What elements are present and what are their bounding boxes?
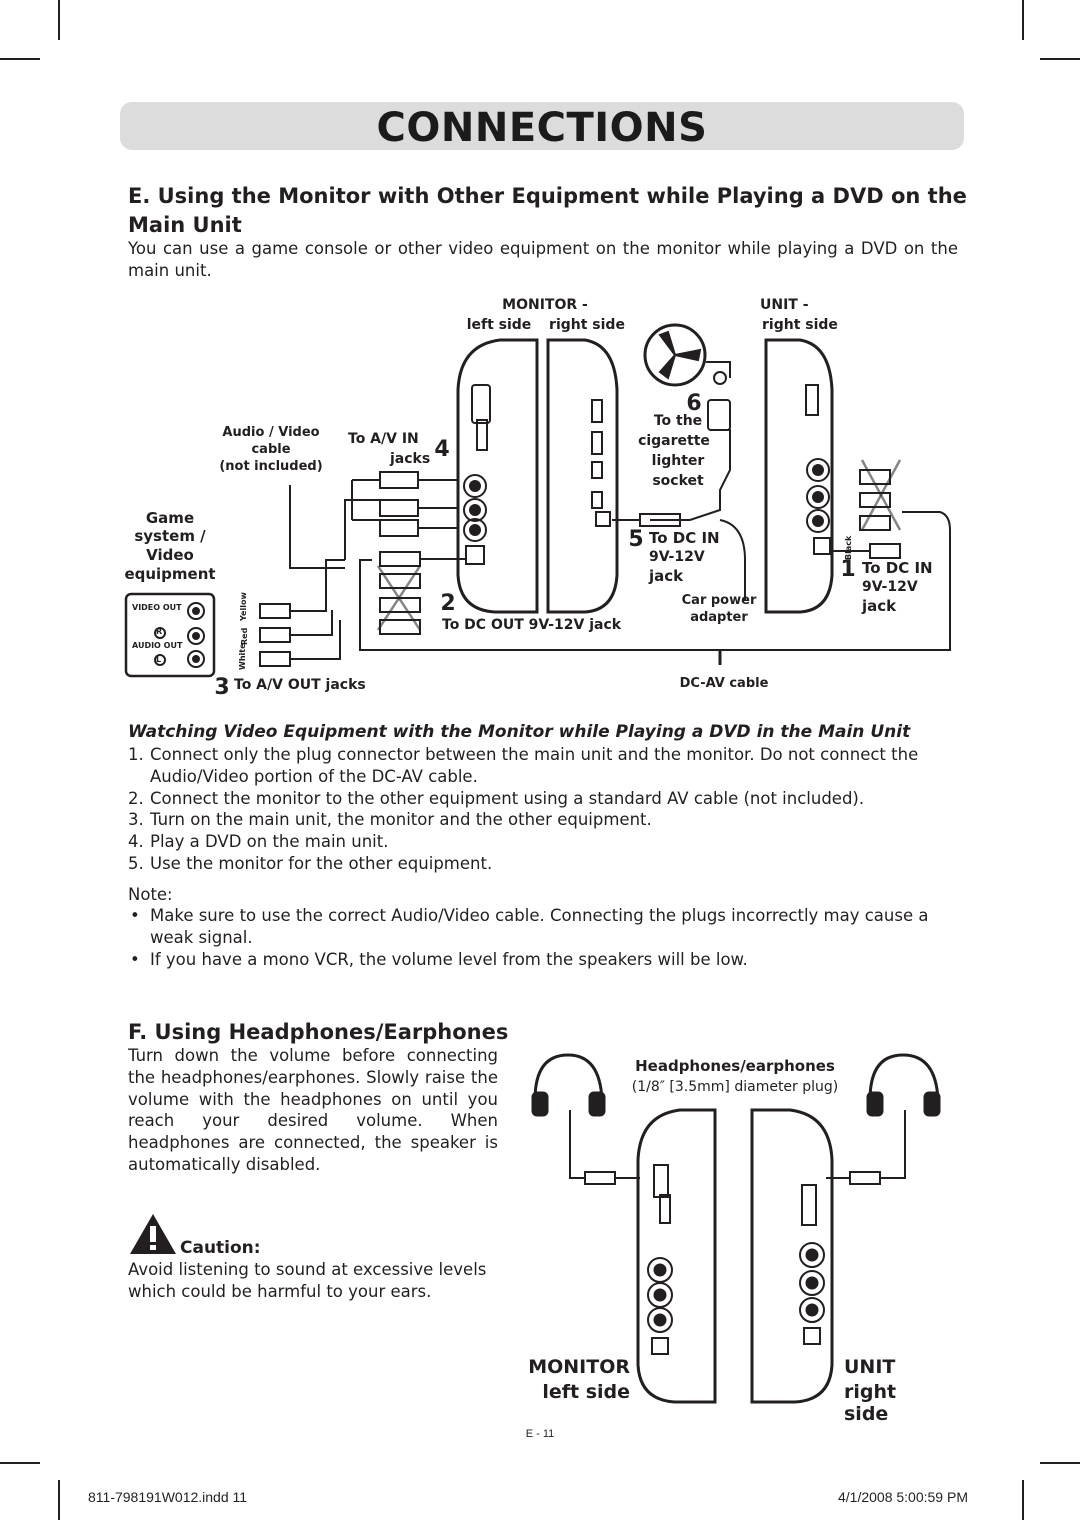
to-the-label: To the	[653, 413, 703, 429]
adapter-label: adapter	[690, 610, 748, 625]
to-av-out-label: To A/V OUT jacks	[234, 677, 366, 693]
unit-voltage-label: 9V-12V	[862, 579, 918, 595]
list-item: 2.Connect the monitor to the other equip…	[128, 788, 865, 808]
unit-right-side-outline	[764, 338, 834, 614]
game-system-box	[124, 592, 216, 678]
monitor-left-side-label: left side	[466, 317, 532, 333]
list-item: •Make sure to use the correct Audio/Vide…	[130, 906, 929, 947]
monitor-right-side-outline	[546, 338, 619, 614]
list-item: 4.Play a DVD on the main unit.	[128, 832, 389, 852]
not-included-label: (not included)	[219, 459, 323, 474]
section-banner: CONNECTIONS	[120, 102, 964, 151]
step-2-number: 2	[440, 591, 456, 616]
list-item: 1.Connect only the plug connector betwee…	[128, 745, 919, 786]
caution-label: Caution:	[180, 1238, 261, 1258]
monitor-left-side-outline	[636, 1108, 717, 1404]
equipment-label: equipment	[124, 565, 216, 583]
headphones-title: Headphones/earphones	[635, 1057, 835, 1075]
unit-label: UNIT -	[760, 297, 809, 313]
section-f-heading: F. Using Headphones/Earphones	[128, 1020, 509, 1044]
page-number: E - 11	[525, 1428, 555, 1440]
cigarette-lighter-icon	[643, 323, 707, 387]
system-label: system /	[134, 527, 206, 545]
crop-mark	[58, 1480, 60, 1520]
headphones-spec: (1/8″ [3.5mm] diameter plug)	[631, 1079, 839, 1095]
game-label: Game	[145, 509, 195, 527]
unit-right-side-caption: right side	[844, 1381, 897, 1425]
crop-mark	[0, 58, 40, 60]
section-e-heading: E. Using the Monitor with Other Equipmen…	[128, 184, 967, 237]
to-av-in-label: To A/V IN	[348, 431, 419, 447]
monitor-label: MONITOR -	[502, 297, 588, 313]
lighter-label: lighter	[651, 453, 705, 469]
monitor-left-side-caption: left side	[542, 1381, 630, 1403]
banner-title: CONNECTIONS	[376, 105, 708, 151]
section-e-intro: You can use a game console or other vide…	[128, 239, 958, 280]
headphones-icon	[533, 1053, 604, 1101]
crop-mark	[58, 0, 60, 40]
crop-mark	[1022, 0, 1024, 40]
car-power-label: Car power	[681, 593, 757, 608]
list-item: 5.Use the monitor for the other equipmen…	[128, 853, 493, 873]
unit-right-side-label: right side	[762, 317, 838, 333]
jacks-label: jacks	[390, 451, 431, 467]
watching-heading: Watching Video Equipment with the Monito…	[128, 722, 911, 742]
crop-mark	[1040, 58, 1080, 60]
instruction-steps: 1.Connect only the plug connector betwee…	[128, 744, 958, 875]
r-mark: R	[156, 627, 163, 636]
av-cable-label-2: cable	[251, 442, 291, 457]
jack-label: jack	[649, 567, 684, 585]
voltage-label: 9V-12V	[649, 549, 705, 565]
crop-mark	[1022, 1480, 1024, 1520]
video-out-label: VIDEO OUT	[132, 603, 182, 612]
step-4-number: 4	[434, 437, 450, 462]
unit-right-side-outline	[750, 1108, 834, 1404]
l-mark: L	[156, 655, 162, 664]
warning-icon	[130, 1214, 176, 1254]
monitor-caption: MONITOR	[528, 1356, 630, 1378]
list-item: •If you have a mono VCR, the volume leve…	[130, 949, 748, 969]
socket-label: socket	[652, 473, 704, 489]
step-1-number: 1	[840, 557, 856, 582]
unit-caption: UNIT	[844, 1356, 896, 1378]
monitor-right-side-label: right side	[549, 317, 625, 333]
step-3-number: 3	[214, 675, 230, 700]
step-6-number: 6	[686, 391, 702, 416]
video-label: Video	[146, 546, 194, 564]
crop-mark	[1040, 1462, 1080, 1464]
footer-date: 4/1/2008 5:00:59 PM	[838, 1489, 968, 1505]
headphones-icon	[868, 1053, 940, 1101]
cigarette-label: cigarette	[638, 433, 710, 449]
unit-to-dc-in-label: To DC IN	[862, 559, 933, 577]
to-dc-out-label: To DC OUT 9V-12V jack	[442, 617, 622, 633]
to-dc-in-label: To DC IN	[649, 529, 720, 547]
monitor-left-side-outline	[456, 338, 539, 614]
crop-mark	[0, 1462, 40, 1464]
audio-out-label: AUDIO OUT	[132, 641, 183, 650]
note-label: Note:	[128, 885, 173, 904]
footer-file-name: 811-798191W012.indd 11	[88, 1489, 248, 1505]
dc-av-cable-label: DC-AV cable	[679, 676, 769, 691]
section-f-body: Turn down the volume before connecting t…	[128, 1046, 498, 1174]
av-cable-label: Audio / Video	[222, 425, 320, 440]
notes-list: •Make sure to use the correct Audio/Vide…	[128, 905, 958, 970]
unit-jack-label: jack	[862, 597, 897, 615]
caution-text: Avoid listening to sound at excessive le…	[128, 1260, 487, 1301]
list-item: 3.Turn on the main unit, the monitor and…	[128, 810, 652, 830]
step-5-number: 5	[628, 527, 644, 552]
